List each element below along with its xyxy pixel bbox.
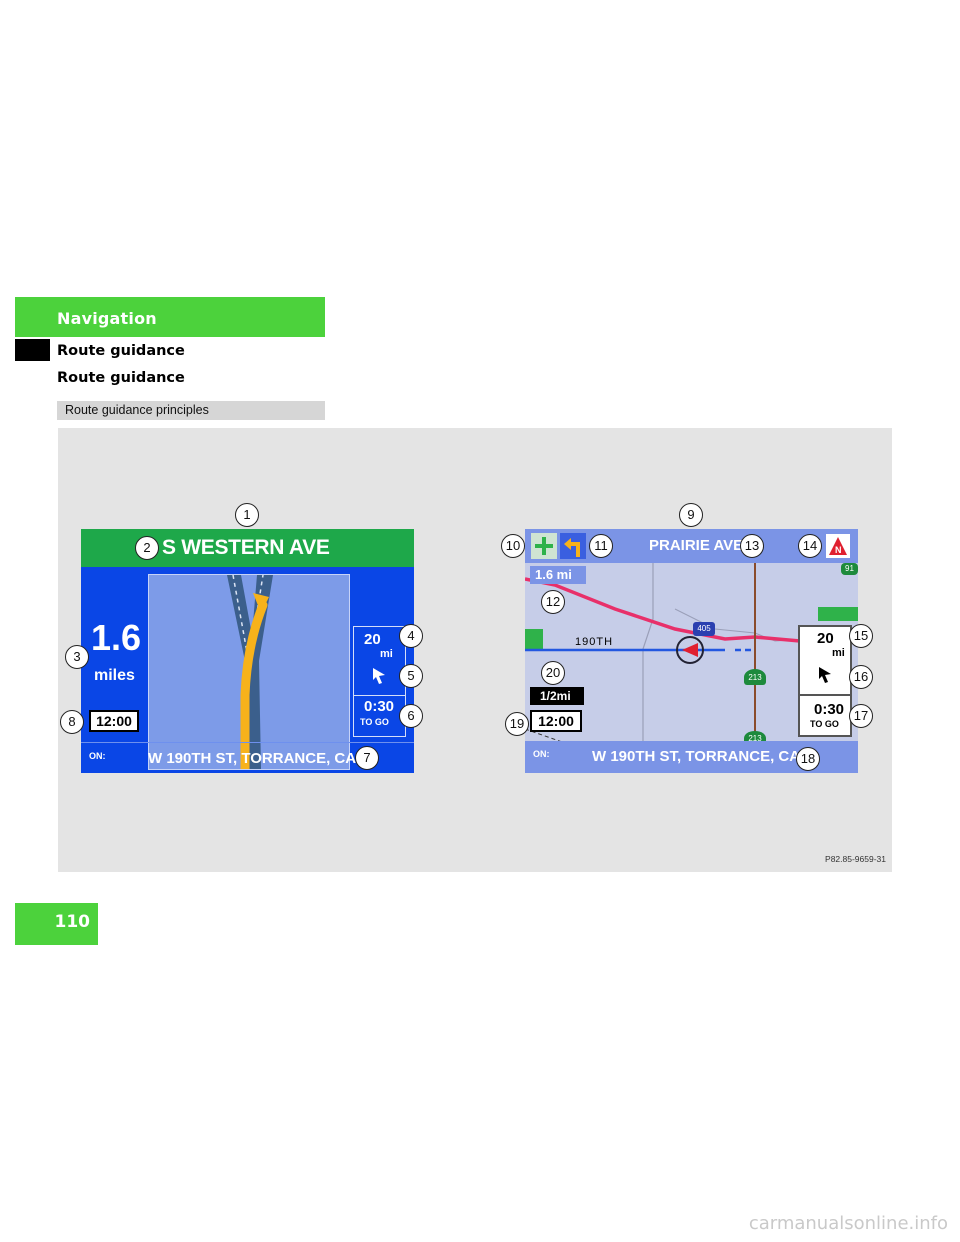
current-street-bar: ON: W 190TH ST, TORRANCE, CA [525,741,858,773]
callout-11: 11 [589,534,613,558]
divider [800,694,850,696]
current-street: W 190TH ST, TORRANCE, CA [592,748,801,765]
callout-8: 8 [60,710,84,734]
page-number: 110 [54,912,91,932]
current-street: W 190TH ST, TORRANCE, CA [148,750,357,767]
scale-unit: mi [832,647,845,659]
callout-18: 18 [796,747,820,771]
callout-9: 9 [679,503,703,527]
time-to-go: 0:30 [814,701,845,718]
callout-6: 6 [399,704,423,728]
callout-2: 2 [135,536,159,560]
scale-value: 20 [364,631,381,648]
guidance-screen: S WESTERN AVE 1.6 miles 12:00 20 mi 0:30… [81,529,414,773]
next-street-bar: S WESTERN AVE [81,529,414,567]
map-screen: PRAIRIE AVE N 1.6 mi 190TH 405 213 213 9… [525,529,858,773]
lane-guidance-icon [531,533,557,559]
page-number-box: 110 [15,903,98,945]
map-roads [525,563,858,773]
callout-16: 16 [849,665,873,689]
next-street-name: PRAIRIE AVE [649,537,744,554]
turn-left-icon [560,533,586,559]
road-name-label: 190TH [575,636,614,648]
distance-to-maneuver: 1.6 [91,617,142,658]
distance-to-maneuver-box: 1.6 mi [530,566,586,584]
time-to-go: 0:30 [364,698,395,715]
current-street-bar: ON: W 190TH ST, TORRANCE, CA [81,742,414,773]
to-go-label: TO GO [810,719,839,729]
callout-12: 12 [541,590,565,614]
direction-arrow-icon [819,667,831,683]
junction-view [148,574,350,773]
callout-7: 7 [355,746,379,770]
chapter-title: Navigation [57,309,157,328]
callout-13: 13 [740,534,764,558]
next-street-name: S WESTERN AVE [162,536,330,559]
callout-1: 1 [235,503,259,527]
scale-and-time-box: 20 mi 0:30 TO GO [798,625,852,737]
callout-17: 17 [849,704,873,728]
callout-5: 5 [399,664,423,688]
section-title: Route guidance [57,343,185,359]
north-up-icon: N [826,534,850,558]
clock: 12:00 [530,710,582,732]
topic-bar-label: Route guidance principles [65,403,209,417]
section-marker [15,339,50,361]
clock: 12:00 [89,710,139,732]
to-go-label: TO GO [360,717,389,727]
callout-3: 3 [65,645,89,669]
direction-arrow-icon [373,668,385,684]
figure-code: P82.85-9659-31 [825,854,886,864]
fork-road-icon [227,574,273,773]
interstate-shield-icon: 405 [693,622,715,636]
watermark: carmanualsonline.info [748,1213,948,1234]
topic-bar: Route guidance principles [57,401,325,420]
map-scale-value: 1/2mi [540,689,571,703]
distance-unit: miles [94,667,135,684]
chapter-tab: Navigation [15,297,325,337]
scale-unit: mi [380,648,393,660]
callout-14: 14 [798,534,822,558]
svg-text:N: N [835,545,842,555]
map-scale: 1/2mi [530,687,584,705]
scale-value: 20 [817,630,834,647]
callout-15: 15 [849,624,873,648]
subsection-title: Route guidance [57,370,185,386]
callout-4: 4 [399,624,423,648]
state-route-shield-icon: 213 [744,669,766,685]
callout-10: 10 [501,534,525,558]
on-label: ON: [533,749,550,759]
state-route-shield-icon: 91 [841,563,858,575]
on-label: ON: [89,751,106,761]
distance-to-maneuver: 1.6 mi [535,567,572,582]
callout-20: 20 [541,661,565,685]
callout-19: 19 [505,712,529,736]
